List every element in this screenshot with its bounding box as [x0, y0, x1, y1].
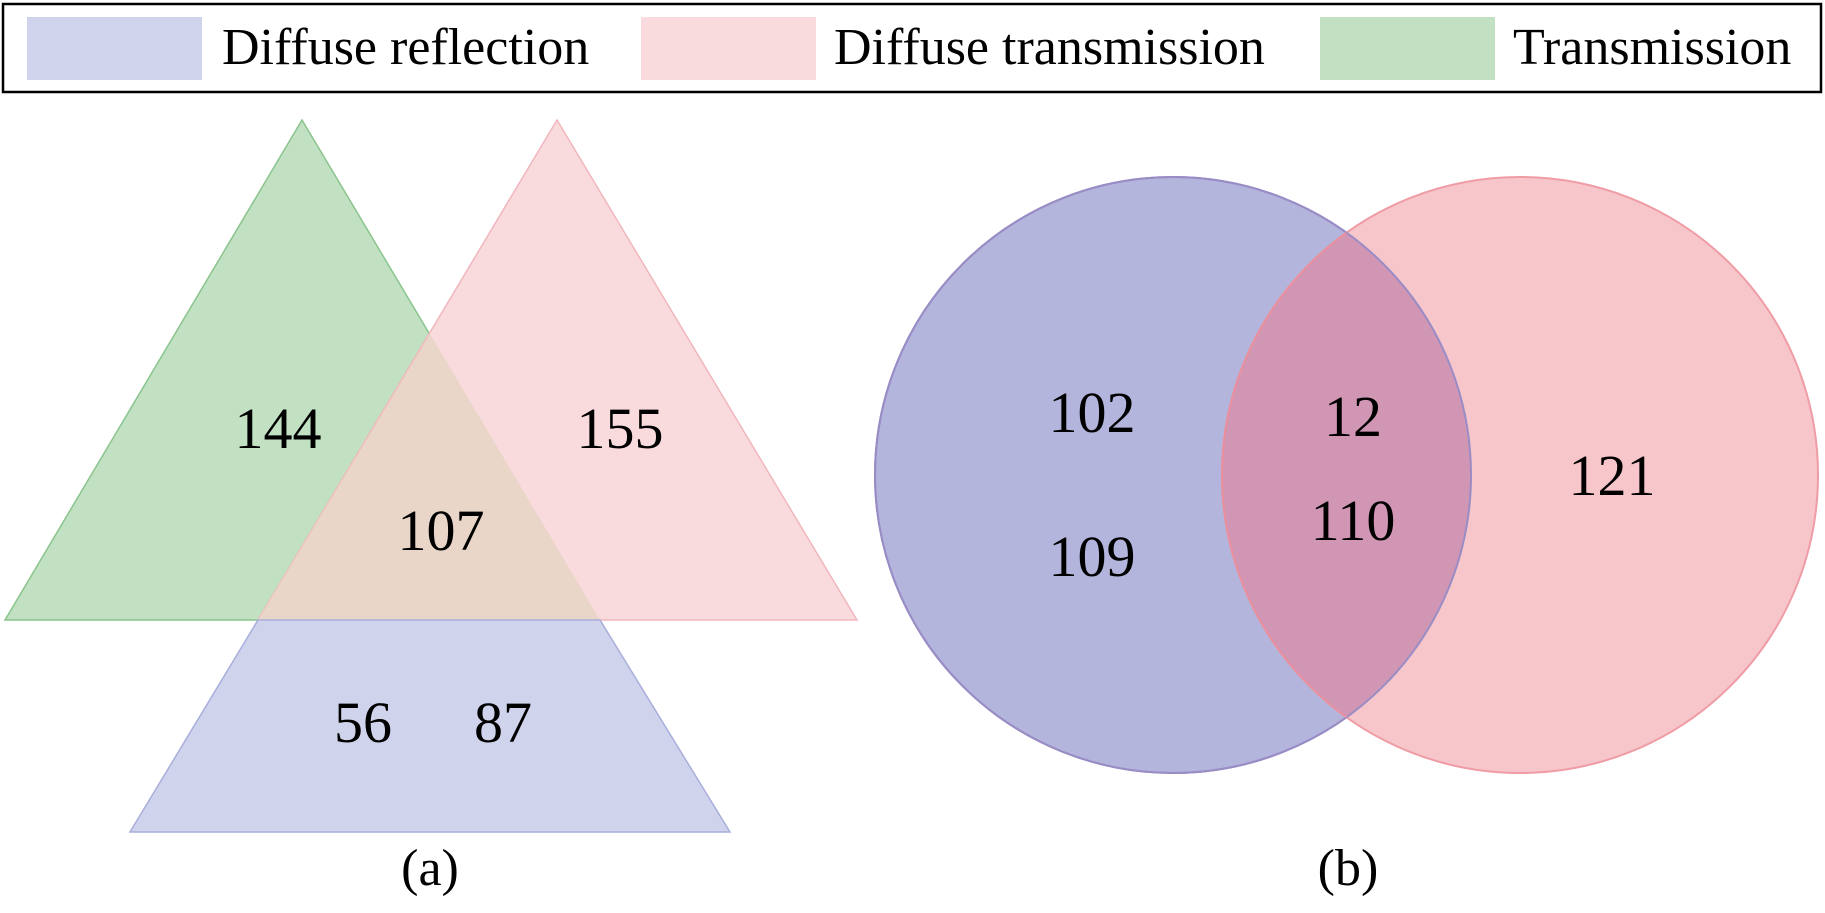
triangle-diffuse-reflection — [128, 619, 732, 833]
value-transmission-only: 144 — [235, 396, 322, 461]
value-left-top: 102 — [1049, 380, 1136, 445]
panel-a-triangle-diagram: 144 155 107 56 87 (a) — [3, 118, 859, 897]
value-center-overlap: 107 — [398, 498, 485, 563]
legend-frame — [1, 2, 1823, 94]
circle-overlap-region — [1222, 177, 1471, 773]
value-right: 121 — [1569, 443, 1656, 508]
value-overlap-top: 12 — [1324, 384, 1382, 449]
legend-label-transmission: Transmission — [1513, 19, 1791, 76]
value-overlap-bottom: 110 — [1311, 488, 1396, 553]
panel-b-venn-diagram: 102 109 12 110 121 (b) — [874, 176, 1819, 897]
caption-b: (b) — [1318, 840, 1379, 897]
caption-a: (a) — [401, 840, 459, 897]
legend-label-diffuse-reflection: Diffuse reflection — [222, 19, 589, 76]
legend-swatch-transmission — [1320, 17, 1495, 80]
legend-swatch-diffuse-reflection — [27, 17, 202, 80]
legend-swatch-diffuse-transmission — [641, 17, 816, 80]
circle-right-outline — [1221, 177, 1471, 773]
legend-label-diffuse-transmission: Diffuse transmission — [834, 19, 1265, 76]
value-diffuse-transmission-only: 155 — [577, 396, 664, 461]
value-left-bottom: 109 — [1049, 524, 1136, 589]
value-reflection-left: 56 — [334, 690, 392, 755]
legend: Diffuse reflection Diffuse transmission … — [1, 2, 1823, 94]
triangle-overlap-region — [258, 334, 600, 620]
circle-left-outline — [874, 176, 1472, 774]
value-reflection-right: 87 — [474, 690, 532, 755]
